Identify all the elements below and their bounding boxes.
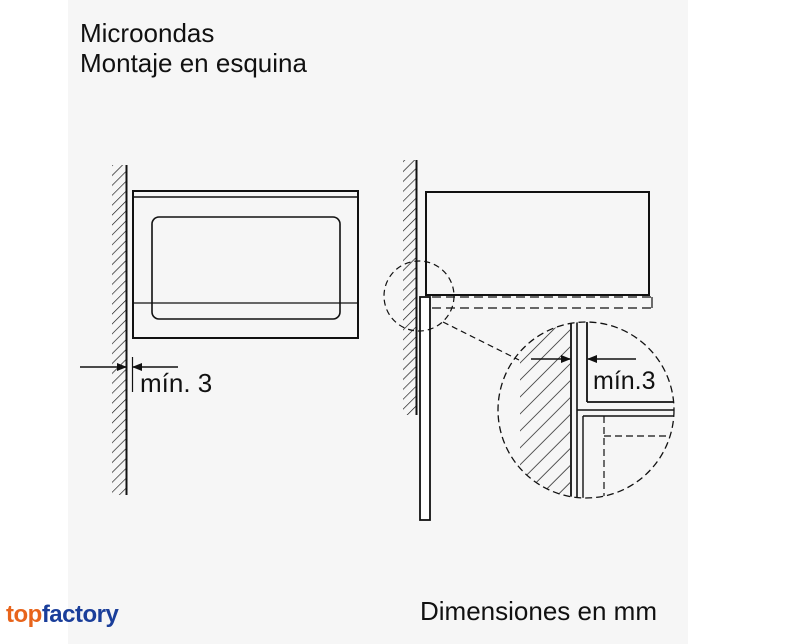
detail-dimension-label: mín.3	[593, 367, 656, 395]
cabinet-side-panel	[419, 296, 431, 521]
left-clearance-dimension	[80, 357, 178, 392]
brand-logo: topfactory	[6, 601, 119, 629]
cabinet-outline-dashed	[432, 296, 653, 309]
title-line-2: Montaje en esquina	[80, 48, 307, 78]
detail-magnified-view: mín.3	[497, 321, 675, 499]
left-view: mín. 3	[80, 165, 359, 495]
title-line-1: Microondas	[80, 18, 215, 48]
detail-wall-hatching	[520, 322, 570, 498]
left-wall-hatching	[112, 165, 126, 495]
detail-marker-circle	[383, 260, 455, 332]
right-view: mín.3	[383, 160, 675, 521]
microwave-front	[132, 190, 359, 339]
logo-part-top: top	[6, 601, 42, 628]
diagram-title: Microondas Montaje en esquina	[80, 18, 307, 78]
microwave-top-view	[425, 191, 650, 296]
right-wall-hatching	[403, 160, 416, 415]
left-dimension-label: mín. 3	[140, 368, 212, 398]
units-note: Dimensiones en mm	[420, 596, 657, 626]
logo-part-factory: factory	[41, 601, 119, 628]
detail-connector-line	[442, 321, 520, 361]
detail-circle	[497, 321, 675, 499]
